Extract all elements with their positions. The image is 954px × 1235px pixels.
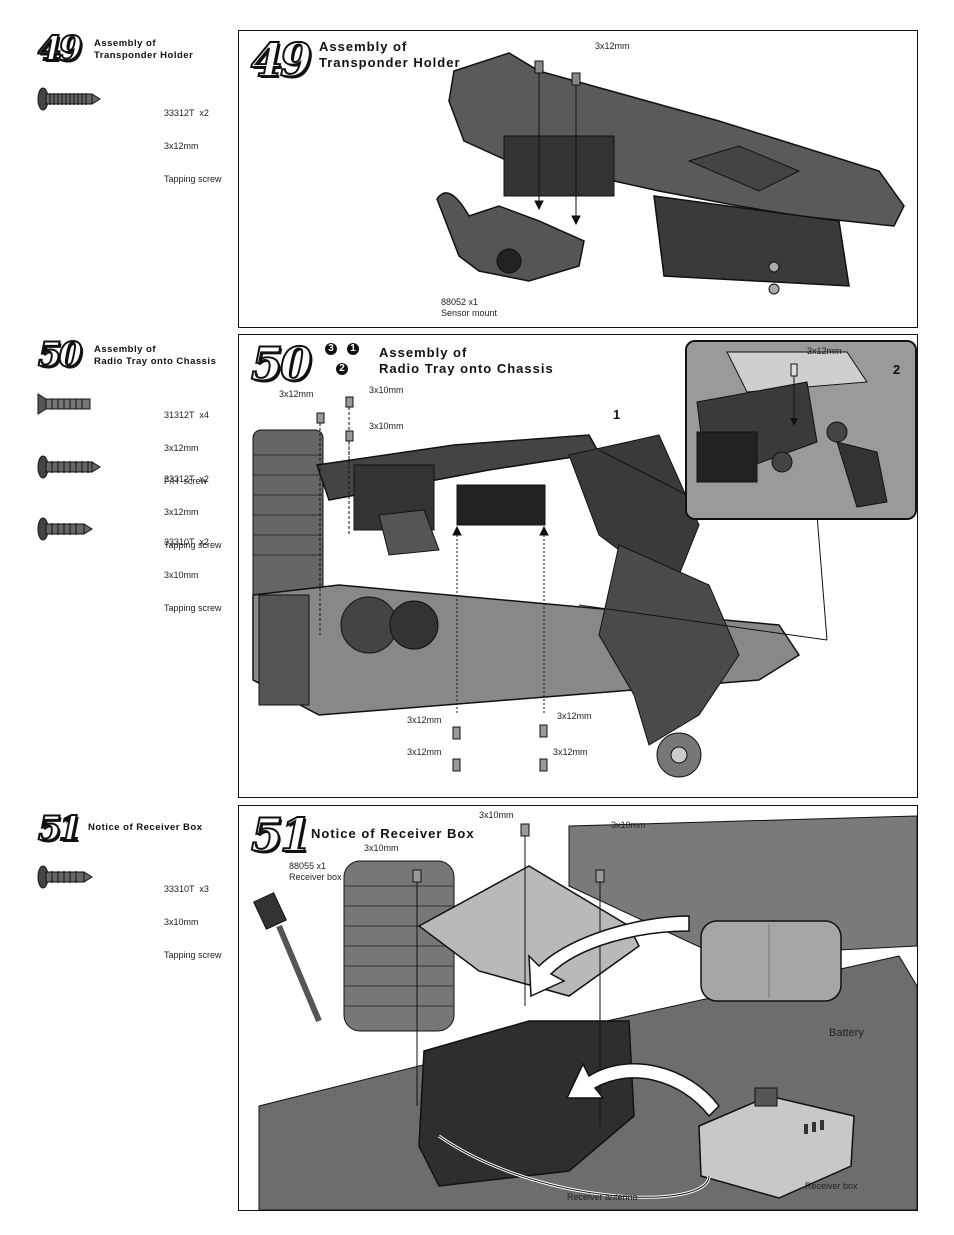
part-desc: Tapping screw (164, 540, 222, 550)
step-51-panel: 51 Notice of Receiver Box (238, 805, 918, 1211)
screw-callout: 3x10mm (369, 421, 404, 431)
part-name: Sensor mount (441, 308, 498, 318)
flat-head-screw-icon (37, 393, 91, 415)
part-name: Receiver box (289, 872, 342, 882)
part-entry: 33310T x2 3x10mm Tapping screw (164, 515, 222, 625)
part-code: 33310T x3 (164, 884, 209, 894)
step-title-line1: Assembly of (379, 345, 468, 360)
step-title: Assembly of Transponder Holder (319, 39, 461, 71)
part-code: 33312T x2 (164, 108, 209, 118)
screw-callout: 3x10mm (611, 820, 646, 830)
screw-callout: 3x12mm (407, 747, 442, 757)
step-50-panel: 50 3 1 2 Assembly of Radio Tray onto Cha… (238, 334, 918, 798)
part-callout: 88052 x1 Sensor mount (441, 297, 497, 319)
screw-callout: 3x10mm (369, 385, 404, 395)
part-code: 33312T x2 (164, 474, 209, 484)
step-number: 51 (250, 808, 313, 862)
screw-callout: 3x12mm (557, 711, 592, 721)
part-callout: 88055 x1 Receiver box (289, 861, 342, 883)
substep-label: 1 (613, 407, 621, 422)
screw-callout: 3x12mm (595, 41, 630, 51)
step-number: 50 (37, 335, 83, 375)
part-size: 3x12mm (164, 141, 199, 151)
part-size: 3x12mm (164, 507, 199, 517)
part-size: 3x12mm (164, 443, 199, 453)
step-title-line2: Radio Tray onto Chassis (94, 356, 217, 367)
screw-callout: 3x10mm (479, 810, 514, 820)
step-number: 51 (37, 809, 83, 849)
step-title-line2: Radio Tray onto Chassis (379, 361, 554, 376)
screw-callout: 3x12mm (553, 747, 588, 757)
step-title-line1: Assembly of (319, 39, 408, 54)
receiver-box-illustration (253, 815, 917, 1210)
part-entry: 33312T x2 3x12mm Tapping screw (164, 452, 222, 562)
tapping-screw-icon (37, 517, 93, 541)
step-number: 49 (37, 29, 83, 69)
order-badge: 1 (347, 343, 359, 355)
step-title-line2: Transponder Holder (319, 55, 461, 70)
tapping-screw-icon (37, 865, 93, 889)
part-entry: 33312T x2 3x12mm Tapping screw (164, 86, 222, 196)
battery-label: Battery (829, 1027, 864, 1039)
transponder-holder-illustration (436, 52, 905, 295)
assembly-order-badges: 3 1 2 (323, 341, 363, 379)
tapping-screw-icon (37, 455, 101, 479)
inset-illustration (687, 342, 915, 518)
receiver-box-label: Receiver box (805, 1181, 858, 1191)
order-badge: 2 (336, 363, 348, 375)
screw-callout: 3x12mm (407, 715, 442, 725)
step-49-panel: 49 Assembly of Transponder Holder 3x12mm… (238, 30, 918, 328)
part-desc: Tapping screw (164, 174, 222, 184)
step-number: 50 (250, 337, 313, 391)
step-title: Assembly of Radio Tray onto Chassis (379, 345, 554, 377)
order-badge: 3 (325, 343, 337, 355)
step-title-line1: Assembly of (94, 38, 156, 49)
part-code: 88052 x1 (441, 297, 479, 307)
receiver-antenna-label: Receiver antenna (567, 1192, 638, 1202)
part-entry: 33310T x3 3x10mm Tapping screw (164, 862, 222, 972)
tapping-screw-icon (37, 87, 101, 111)
inset-screw-callout: 3x12mm (807, 346, 842, 356)
step-title: Assembly of Transponder Holder (94, 38, 193, 62)
part-desc: Tapping screw (164, 950, 222, 960)
step-title-line2: Transponder Holder (94, 50, 194, 61)
part-desc: Tapping screw (164, 603, 222, 613)
step-number: 49 (250, 33, 313, 87)
screw-callout: 3x10mm (364, 843, 399, 853)
substep-label: 2 (893, 362, 901, 377)
part-code: 33310T x2 (164, 537, 209, 547)
step-title: Notice of Receiver Box (88, 822, 203, 833)
step-title-line1: Assembly of (94, 344, 156, 355)
part-code: 88055 x1 (289, 861, 327, 871)
part-desc: F/H screw (164, 476, 208, 486)
detail-inset: 3x12mm 2 (685, 340, 917, 520)
step-title: Assembly of Radio Tray onto Chassis (94, 344, 216, 368)
part-entry: 31312T x4 3x12mm F/H screw (164, 388, 209, 498)
step-title: Notice of Receiver Box (311, 826, 475, 841)
part-code: 31312T x4 (164, 410, 209, 420)
part-size: 3x10mm (164, 570, 199, 580)
screw-callout: 3x12mm (279, 389, 314, 399)
radio-tray-chassis-illustration (252, 396, 828, 778)
part-size: 3x10mm (164, 917, 199, 927)
